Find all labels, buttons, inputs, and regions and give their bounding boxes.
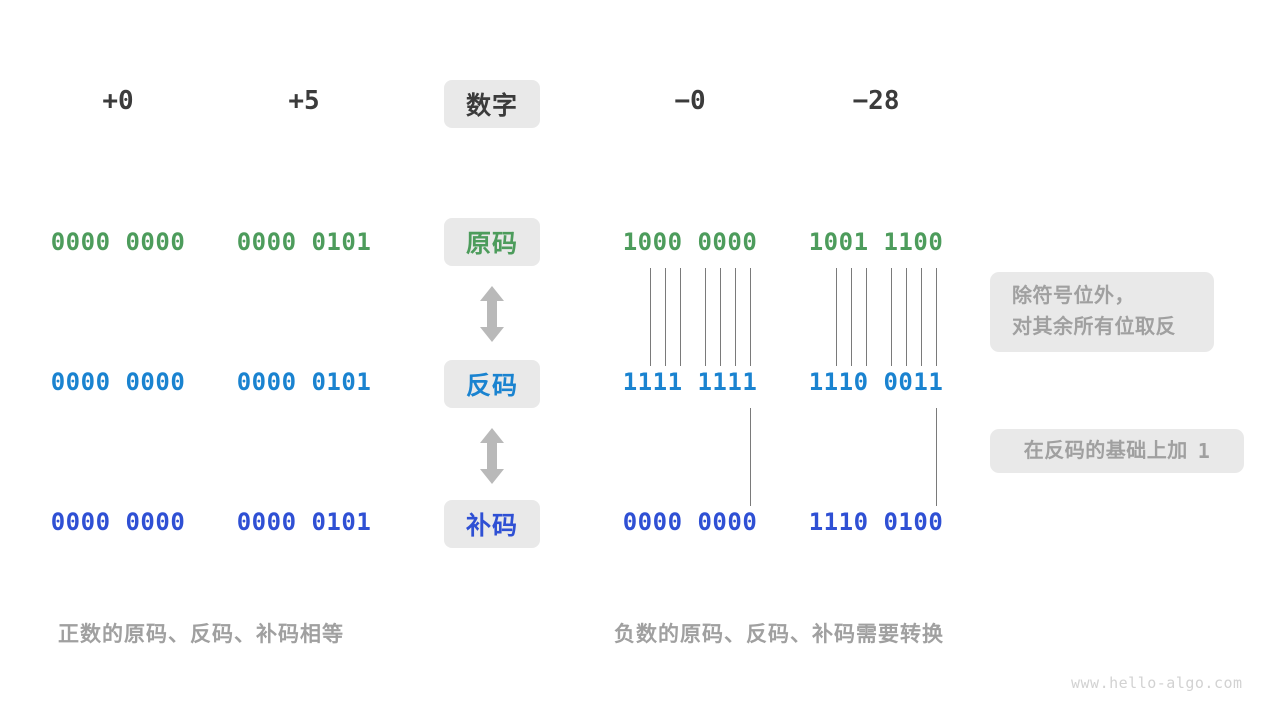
twos-complement-value-plus-five: 0000 0101 bbox=[236, 508, 372, 536]
original-code-value-plus-five: 0000 0101 bbox=[236, 228, 372, 256]
ones-complement-value-minus-twentyeight: 1110 0011 bbox=[808, 368, 944, 396]
bit-connector-line bbox=[906, 268, 907, 366]
twos-complement-value-minus-zero: 0000 0000 bbox=[622, 508, 758, 536]
bit-connector-line bbox=[650, 268, 651, 366]
row-label-twos-complement: 补码 bbox=[444, 500, 540, 548]
note-add-one-value: 1 bbox=[1197, 438, 1211, 463]
carry-connector-line bbox=[750, 408, 751, 506]
note-invert-bits: 除符号位外， 对其余所有位取反 bbox=[990, 272, 1214, 352]
bit-connector-line bbox=[836, 268, 837, 366]
row-label-ones-complement: 反码 bbox=[444, 360, 540, 408]
ones-complement-value-plus-zero: 0000 0000 bbox=[50, 368, 186, 396]
bit-connector-line bbox=[665, 268, 666, 366]
bit-connector-line bbox=[705, 268, 706, 366]
ones-complement-value-minus-zero: 1111 1111 bbox=[622, 368, 758, 396]
header-column-minus-zero: −0 bbox=[674, 86, 706, 116]
bit-connector-line bbox=[735, 268, 736, 366]
bit-connector-line bbox=[680, 268, 681, 366]
original-code-value-plus-zero: 0000 0000 bbox=[50, 228, 186, 256]
note-invert-bits-line1: 除符号位外， bbox=[1012, 285, 1135, 307]
arrow-original-to-ones bbox=[475, 286, 509, 342]
bit-connector-line bbox=[866, 268, 867, 366]
note-add-one-text: 在反码的基础上加 bbox=[1023, 439, 1188, 462]
twos-complement-value-minus-twentyeight: 1110 0100 bbox=[808, 508, 944, 536]
header-column-plus-five: +5 bbox=[288, 86, 320, 116]
bit-connector-line bbox=[851, 268, 852, 366]
bit-connector-line bbox=[720, 268, 721, 366]
caption-positive: 正数的原码、反码、补码相等 bbox=[58, 623, 344, 646]
double-arrow-icon bbox=[480, 286, 504, 342]
header-column-plus-zero: +0 bbox=[102, 86, 134, 116]
note-invert-bits-line2: 对其余所有位取反 bbox=[1012, 316, 1176, 338]
carry-connector-line bbox=[936, 408, 937, 506]
note-add-one: 在反码的基础上加 1 bbox=[990, 429, 1244, 473]
bit-connector-line bbox=[891, 268, 892, 366]
original-code-value-minus-zero: 1000 0000 bbox=[622, 228, 758, 256]
watermark-url: www.hello-algo.com bbox=[1071, 674, 1243, 692]
twos-complement-value-plus-zero: 0000 0000 bbox=[50, 508, 186, 536]
bit-connector-line bbox=[750, 268, 751, 366]
original-code-value-minus-twentyeight: 1001 1100 bbox=[808, 228, 944, 256]
arrow-ones-to-twos bbox=[475, 428, 509, 484]
header-column-minus-twentyeight: −28 bbox=[852, 86, 900, 116]
bit-connector-line bbox=[921, 268, 922, 366]
row-label-original-code: 原码 bbox=[444, 218, 540, 266]
caption-negative: 负数的原码、反码、补码需要转换 bbox=[614, 623, 944, 646]
double-arrow-icon bbox=[480, 428, 504, 484]
ones-complement-value-plus-five: 0000 0101 bbox=[236, 368, 372, 396]
bit-connector-line bbox=[936, 268, 937, 366]
row-label-number: 数字 bbox=[444, 80, 540, 128]
